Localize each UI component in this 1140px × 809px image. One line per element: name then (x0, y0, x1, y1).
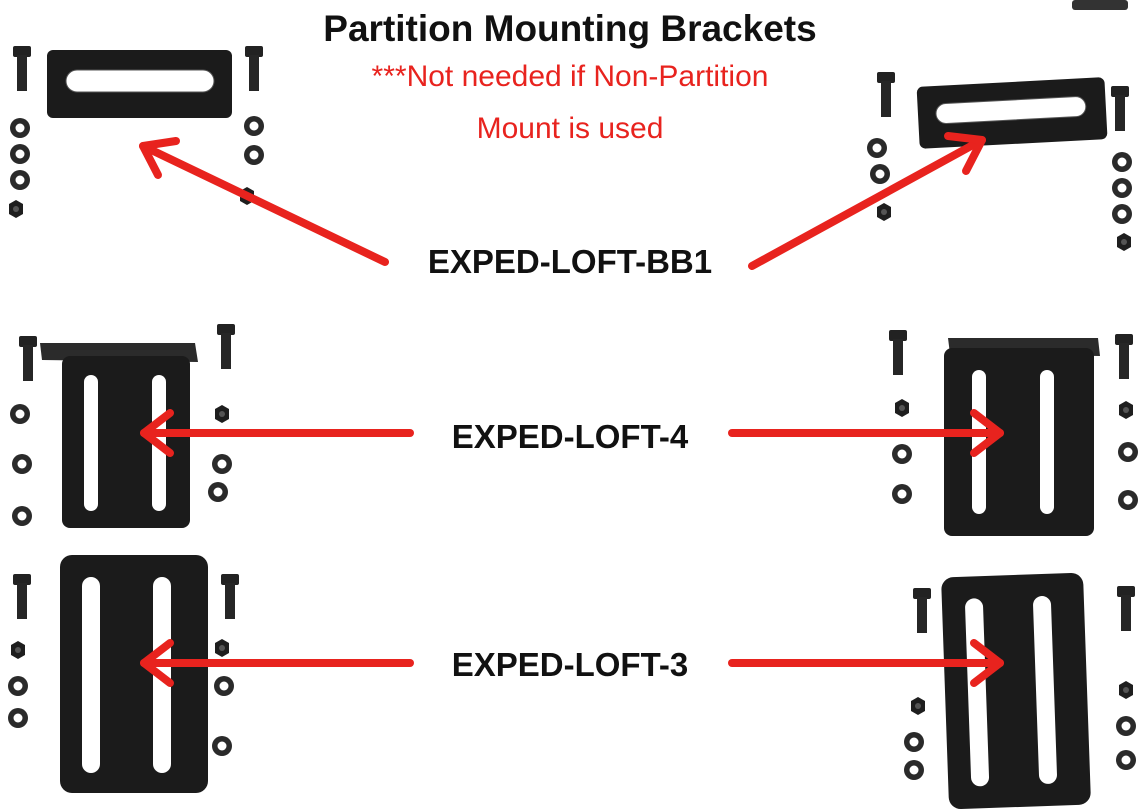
arrow-bb1-right (748, 132, 986, 270)
bb1-right-bracket (916, 77, 1108, 149)
bb1-right-hardware (867, 0, 1132, 251)
loft3-left-bracket (60, 555, 208, 793)
arrow-loft4-left (140, 409, 414, 457)
loft4-right-bracket (944, 338, 1100, 536)
page-title: Partition Mounting Brackets (323, 8, 817, 49)
loft4-left-bracket (40, 343, 198, 528)
arrow-loft3-left (140, 639, 414, 687)
bb1-left-bracket (47, 50, 232, 118)
part-label-loft-4: EXPED-LOFT-4 (451, 418, 689, 455)
part-label-loft-3: EXPED-LOFT-3 (451, 646, 689, 683)
note-line-2: Mount is used (476, 112, 664, 145)
note-line-1: ***Not needed if Non-Partition (371, 60, 769, 93)
arrow-loft4-right (728, 409, 1004, 457)
arrow-loft3-right (728, 639, 1004, 687)
arrow-bb1-left (139, 137, 389, 266)
loft3-right-bracket (941, 573, 1091, 809)
part-label-bb1: EXPED-LOFT-BB1 (427, 243, 713, 280)
